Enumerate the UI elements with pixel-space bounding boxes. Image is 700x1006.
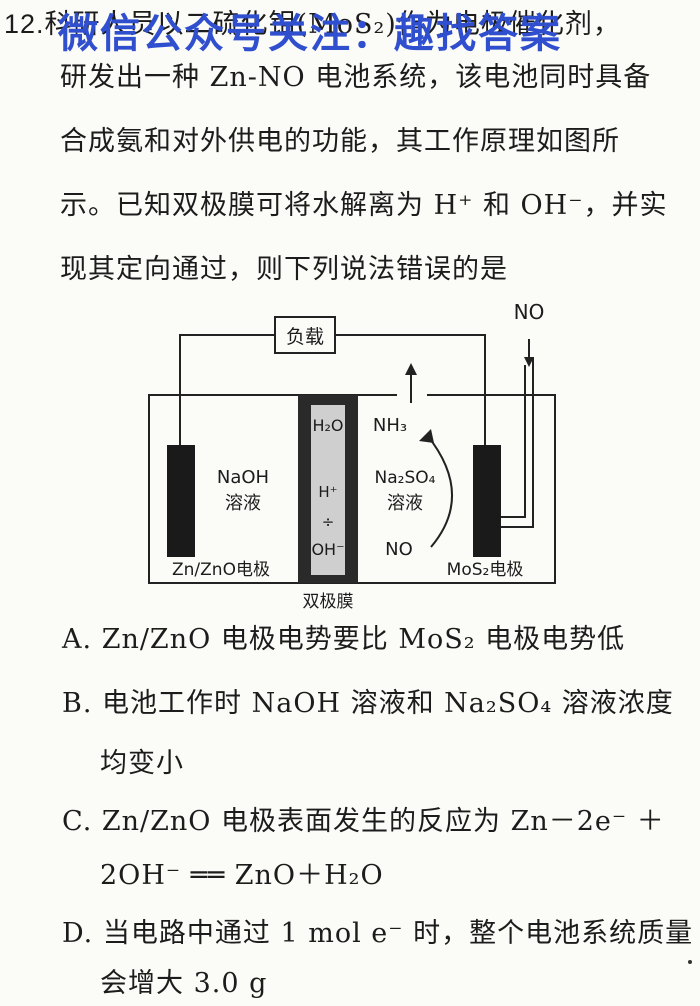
membrane-ohminus: OH⁻ bbox=[311, 540, 344, 559]
no-inside-label: NO bbox=[385, 539, 413, 560]
membrane-name: 双极膜 bbox=[303, 592, 354, 612]
option-d-text: 当电路中通过 1 mol e⁻ 时，整个电池系统质量 bbox=[102, 918, 694, 949]
mos2-electrode bbox=[473, 445, 501, 557]
nh3-arrow-head bbox=[405, 363, 417, 375]
conversion-arrow-head bbox=[419, 429, 434, 443]
conversion-arrow bbox=[426, 434, 453, 548]
option-c-letter: C. bbox=[62, 806, 93, 837]
option-c-text: Zn/ZnO 电极表面发生的反应为 Zn－2e⁻ ＋ bbox=[101, 806, 665, 837]
right-electrode-label: MoS₂电极 bbox=[447, 560, 524, 580]
zn-electrode bbox=[167, 445, 195, 557]
option-d-letter: D. bbox=[62, 918, 94, 949]
membrane-hplus: H⁺ bbox=[318, 483, 337, 501]
option-d[interactable]: D. 当电路中通过 1 mol e⁻ 时，整个电池系统质量 bbox=[62, 914, 693, 954]
option-d-cont: 会增大 3.0 g bbox=[100, 968, 268, 999]
left-solution-2: 溶液 bbox=[225, 493, 261, 514]
option-b-cont: 均变小 bbox=[100, 748, 184, 779]
right-wire bbox=[335, 334, 486, 445]
option-a-text: Zn/ZnO 电极电势要比 MoS₂ 电极电势低 bbox=[101, 624, 626, 655]
no-input-label: NO bbox=[514, 300, 545, 324]
option-b-text: 电池工作时 NaOH 溶液和 Na₂SO₄ 溶液浓度 bbox=[102, 688, 674, 719]
left-wire bbox=[179, 334, 275, 445]
question-line-5: 现其定向通过，则下列说法错误的是 bbox=[60, 254, 508, 285]
load-box bbox=[274, 316, 336, 354]
left-solution-1: NaOH bbox=[217, 467, 269, 488]
no-tube-inner bbox=[501, 365, 526, 518]
question-line-1: 12.科研人员以二硫化钼(MoS₂)作为电极催化剂， bbox=[4, 4, 700, 45]
option-c[interactable]: C. Zn/ZnO 电极表面发生的反应为 Zn－2e⁻ ＋ bbox=[62, 802, 665, 842]
question-number: 12. bbox=[4, 9, 45, 39]
load-label: 负载 bbox=[286, 326, 324, 348]
battery-diagram: 负载 H₂O H⁺ ÷ OH⁻ NO NH₃ NaOH 溶液 Na₂SO₄ 溶液… bbox=[148, 300, 556, 612]
right-solution-1: Na₂SO₄ bbox=[375, 468, 436, 488]
watermark: 微信公众号关注：趣找答案 bbox=[58, 11, 562, 57]
question-text-1: 科研人员以二硫化钼(MoS₂)作为电极催化剂， bbox=[44, 9, 621, 40]
option-b-letter: B. bbox=[62, 688, 93, 719]
no-tube-outer bbox=[501, 357, 534, 528]
membrane-core bbox=[311, 405, 345, 575]
question-line-2: 研发出一种 Zn-NO 电池系统，该电池同时具备 bbox=[60, 62, 652, 93]
scan-speck bbox=[688, 960, 692, 964]
membrane-h2o: H₂O bbox=[312, 416, 343, 435]
no-arrow-head bbox=[524, 357, 534, 367]
question-line-4: 示。已知双极膜可将水解离为 H⁺ 和 OH⁻，并实 bbox=[60, 190, 668, 221]
option-c-cont: 2OH⁻ ══ ZnO＋H₂O bbox=[100, 860, 384, 891]
option-a[interactable]: A. Zn/ZnO 电极电势要比 MoS₂ 电极电势低 bbox=[62, 620, 625, 660]
question-line-3: 合成氨和对外供电的功能，其工作原理如图所 bbox=[60, 126, 620, 157]
option-b[interactable]: B. 电池工作时 NaOH 溶液和 Na₂SO₄ 溶液浓度 bbox=[62, 684, 674, 724]
left-electrode-label: Zn/ZnO电极 bbox=[172, 560, 270, 580]
membrane-div: ÷ bbox=[322, 513, 335, 531]
option-a-letter: A. bbox=[62, 624, 93, 655]
nh3-label: NH₃ bbox=[373, 415, 407, 436]
right-solution-2: 溶液 bbox=[387, 493, 423, 514]
